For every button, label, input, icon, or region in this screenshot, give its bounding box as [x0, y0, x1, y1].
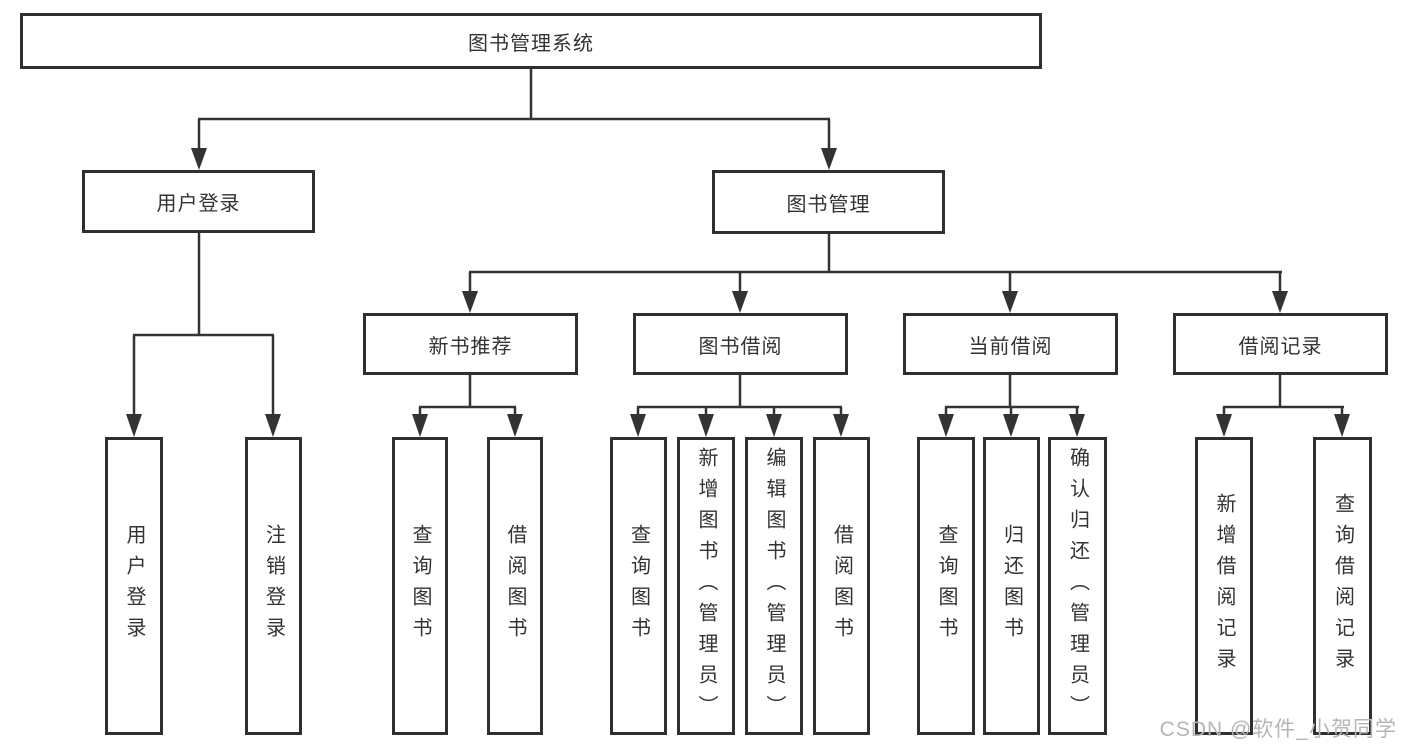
leaf-label: 查询图书 — [409, 524, 431, 648]
node-label: 当前借阅 — [968, 335, 1053, 358]
leaf-label: 查询图书 — [627, 524, 650, 648]
leaf-label: 新增图书（管理员） — [695, 446, 717, 726]
node-borrowing-records: 借阅记录 — [1173, 313, 1388, 375]
leaf-query-books-borrow: 查询图书 — [610, 437, 667, 735]
leaf-logout: 注销登录 — [245, 437, 302, 735]
leaf-edit-books-admin: 编辑图书（管理员） — [745, 437, 803, 735]
leaf-label: 借阅图书 — [504, 524, 526, 648]
leaf-query-borrow-record: 查询借阅记录 — [1313, 437, 1372, 735]
leaf-add-borrow-record: 新增借阅记录 — [1195, 437, 1253, 735]
node-book-borrowing: 图书借阅 — [633, 313, 848, 375]
node-label: 图书借阅 — [698, 335, 783, 358]
leaf-label: 用户登录 — [123, 524, 145, 648]
leaf-label: 查询借阅记录 — [1331, 493, 1354, 679]
node-user-login: 用户登录 — [82, 170, 315, 233]
csdn-watermark: CSDN @软件_小贺同学 — [1159, 718, 1397, 741]
leaf-label: 借阅图书 — [830, 524, 853, 648]
leaf-query-books-current: 查询图书 — [917, 437, 975, 735]
leaf-borrow-books: 借阅图书 — [813, 437, 870, 735]
leaf-add-books-admin: 新增图书（管理员） — [677, 437, 735, 735]
node-label: 图书管理 — [786, 193, 871, 216]
node-current-borrowing: 当前借阅 — [903, 313, 1118, 375]
leaf-label: 新增借阅记录 — [1213, 493, 1235, 679]
leaf-label: 查询图书 — [935, 524, 957, 648]
leaf-label: 归还图书 — [1000, 524, 1023, 648]
leaf-borrow-books-recommend: 借阅图书 — [487, 437, 543, 735]
leaf-confirm-return-admin: 确认归还（管理员） — [1048, 437, 1107, 735]
leaf-label: 注销登录 — [262, 524, 285, 648]
node-label: 图书管理系统 — [468, 32, 594, 55]
node-system-root: 图书管理系统 — [20, 13, 1042, 69]
node-label: 用户登录 — [156, 193, 241, 215]
leaf-label: 编辑图书（管理员） — [763, 446, 785, 726]
node-label: 新书推荐 — [428, 335, 513, 358]
leaf-query-books-recommend: 查询图书 — [392, 437, 448, 735]
node-new-book-recommend: 新书推荐 — [363, 313, 578, 375]
node-book-management: 图书管理 — [712, 170, 945, 234]
leaf-user-login: 用户登录 — [105, 437, 163, 735]
leaf-label: 确认归还（管理员） — [1066, 446, 1089, 726]
node-label: 借阅记录 — [1238, 335, 1323, 358]
leaf-return-books: 归还图书 — [983, 437, 1040, 735]
